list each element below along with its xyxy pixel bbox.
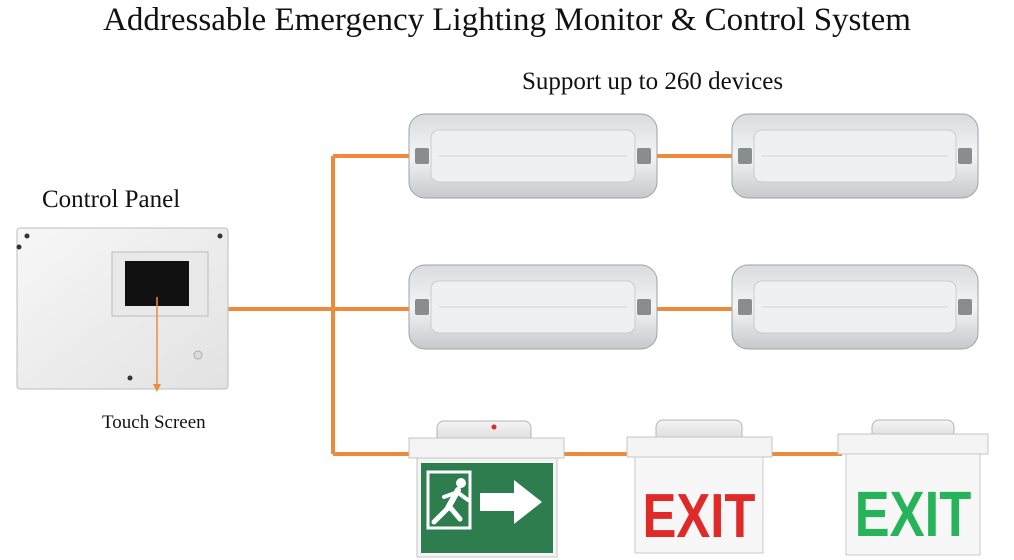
touch-screen-label: Touch Screen [102,412,206,433]
exit-sign-green: EXIT [837,419,989,556]
control-panel [16,227,229,392]
diagram-title: Addressable Emergency Lighting Monitor &… [103,2,911,38]
exit-sign-red: EXIT [626,419,773,554]
emergency-light-4 [731,264,979,350]
running-man-icon [431,478,470,525]
wiring [227,154,842,456]
emergency-light-1 [408,113,658,199]
pointer-arrowhead-icon [153,384,161,392]
emergency-light-3 [408,264,658,350]
arrow-right-icon [480,480,542,524]
control-panel-label: Control Panel [42,186,181,213]
device-capacity-caption: Support up to 260 devices [522,68,784,95]
exit-text-red: EXIT [643,482,756,551]
emergency-light-2 [731,113,979,199]
exit-text-green: EXIT [855,479,972,550]
exit-sign-running-man [408,420,565,558]
